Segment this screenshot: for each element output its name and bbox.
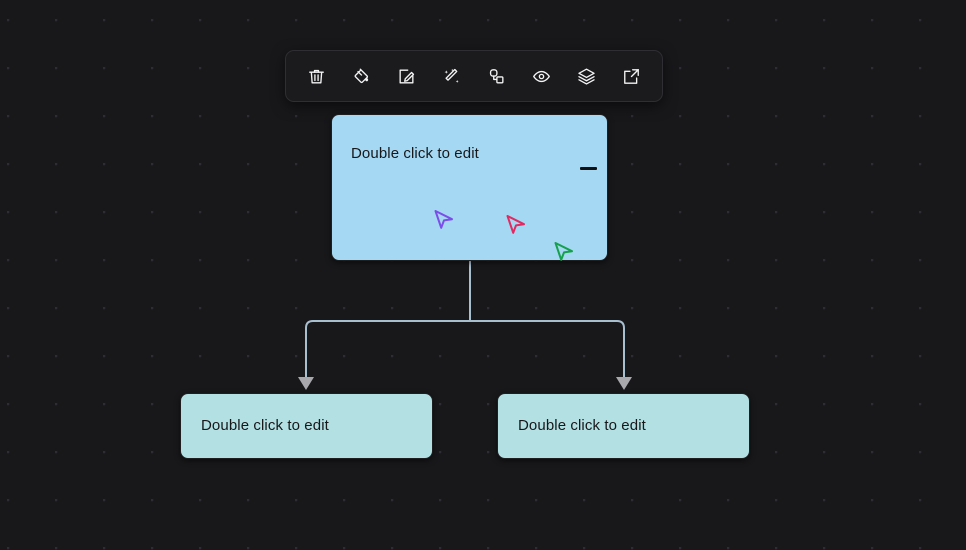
edit-button[interactable] [384, 56, 429, 96]
eye-icon [532, 67, 551, 86]
edge-arrowhead-child-1 [298, 377, 314, 390]
node-label: Double click to edit [201, 417, 329, 434]
mindmap-node-root[interactable]: Double click to edit [331, 114, 608, 261]
edge-root-to-child-1 [305, 320, 470, 378]
node-label: Double click to edit [351, 145, 479, 162]
trash-icon [307, 67, 326, 86]
minus-icon[interactable] [580, 167, 597, 170]
paint-bucket-icon [352, 67, 371, 86]
layers-button[interactable] [564, 56, 609, 96]
mindmap-node-child-1[interactable]: Double click to edit [180, 393, 433, 459]
edge-arrowhead-child-2 [616, 377, 632, 390]
external-link-icon [622, 67, 641, 86]
layers-icon [577, 67, 596, 86]
mindmap-node-child-2[interactable]: Double click to edit [497, 393, 750, 459]
node-label: Double click to edit [518, 417, 646, 434]
magic-wand-icon [442, 67, 461, 86]
fill-color-button[interactable] [339, 56, 384, 96]
shape-button[interactable] [474, 56, 519, 96]
visibility-button[interactable] [519, 56, 564, 96]
delete-button[interactable] [294, 56, 339, 96]
shapes-icon [487, 67, 506, 86]
edit-square-icon [397, 67, 416, 86]
edge-root-to-child-2 [470, 320, 625, 378]
open-link-button[interactable] [609, 56, 654, 96]
ai-assist-button[interactable] [429, 56, 474, 96]
node-context-toolbar[interactable] [285, 50, 663, 102]
